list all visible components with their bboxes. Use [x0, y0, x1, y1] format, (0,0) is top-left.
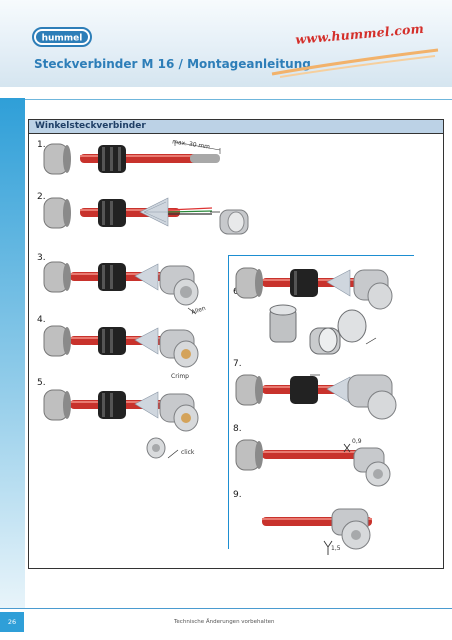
hummel-logo: hummel — [32, 27, 92, 47]
column-divider-vertical — [228, 255, 229, 549]
step-number-1: 1. — [37, 140, 46, 150]
contact-insert — [146, 437, 166, 459]
assembled-connector — [331, 508, 371, 550]
angled-housing — [353, 269, 393, 310]
step-3-illustration — [43, 261, 199, 306]
shield-braid — [139, 197, 169, 227]
torque-label-step-9: 1,5 — [331, 545, 341, 552]
page-number: 26 — [0, 612, 24, 632]
footer-rule — [0, 608, 452, 609]
step-4-illustration — [43, 307, 199, 368]
section-title: Winkelsteckverbinder — [35, 121, 146, 131]
stripped-sheath — [190, 154, 220, 163]
logo-text: hummel — [42, 34, 83, 44]
coupling-nut — [43, 143, 71, 175]
crimp-label: Crimp — [171, 373, 189, 380]
coupling-nut — [235, 439, 263, 471]
assembled-connector — [353, 447, 391, 487]
clamp-insert — [290, 269, 318, 297]
clamp-insert — [98, 199, 126, 227]
column-divider-horizontal — [228, 255, 414, 256]
page-title: Steckverbinder M 16 / Montageanleitung — [34, 57, 311, 71]
step-number-8: 8. — [233, 424, 242, 434]
url-swoosh — [271, 48, 439, 78]
coupling-nut — [235, 267, 263, 299]
clamp-insert — [98, 327, 126, 355]
step-1-illustration — [43, 140, 221, 175]
coupling-nut — [43, 325, 71, 357]
click-label: click — [181, 449, 195, 456]
coupling-nut — [43, 197, 71, 229]
step-number-5: 5. — [37, 378, 46, 388]
angled-housing — [159, 329, 199, 368]
clamp-insert — [98, 263, 126, 291]
sleeve-part — [269, 304, 297, 343]
step-9-illustration — [262, 508, 372, 555]
header-rule — [25, 99, 452, 100]
step-number-4: 4. — [37, 315, 46, 325]
step-number-7: 7. — [233, 359, 242, 369]
coupling-nut — [43, 261, 71, 293]
angled-housing — [347, 374, 397, 420]
clamp-insert — [290, 376, 318, 404]
coupling-nut — [43, 389, 71, 421]
clamp-insert — [98, 145, 126, 173]
angled-housing — [159, 265, 199, 306]
step-5-illustration — [43, 389, 199, 459]
step-6-illustration — [235, 267, 393, 355]
angled-housing — [219, 209, 249, 235]
angled-housing — [159, 393, 199, 432]
step-2-illustration — [43, 197, 249, 235]
step-number-9: 9. — [233, 490, 242, 500]
side-color-bar — [0, 98, 25, 608]
housing-parts — [309, 309, 367, 355]
wrench-icon — [343, 443, 351, 453]
assembly-section: Winkelsteckverbinder — [28, 119, 444, 569]
section-header: Winkelsteckverbinder — [29, 120, 443, 134]
step-number-2: 2. — [37, 192, 46, 202]
wrench-icon — [323, 540, 333, 555]
footer-note: Technische Änderungen vorbehalten — [174, 619, 275, 625]
step-8-illustration — [235, 439, 391, 487]
torque-label-step-8: 0,9 — [352, 438, 362, 445]
step-7-illustration — [235, 374, 397, 420]
coupling-nut — [235, 374, 263, 406]
step-number-3: 3. — [37, 253, 46, 263]
clamp-insert — [98, 391, 126, 419]
